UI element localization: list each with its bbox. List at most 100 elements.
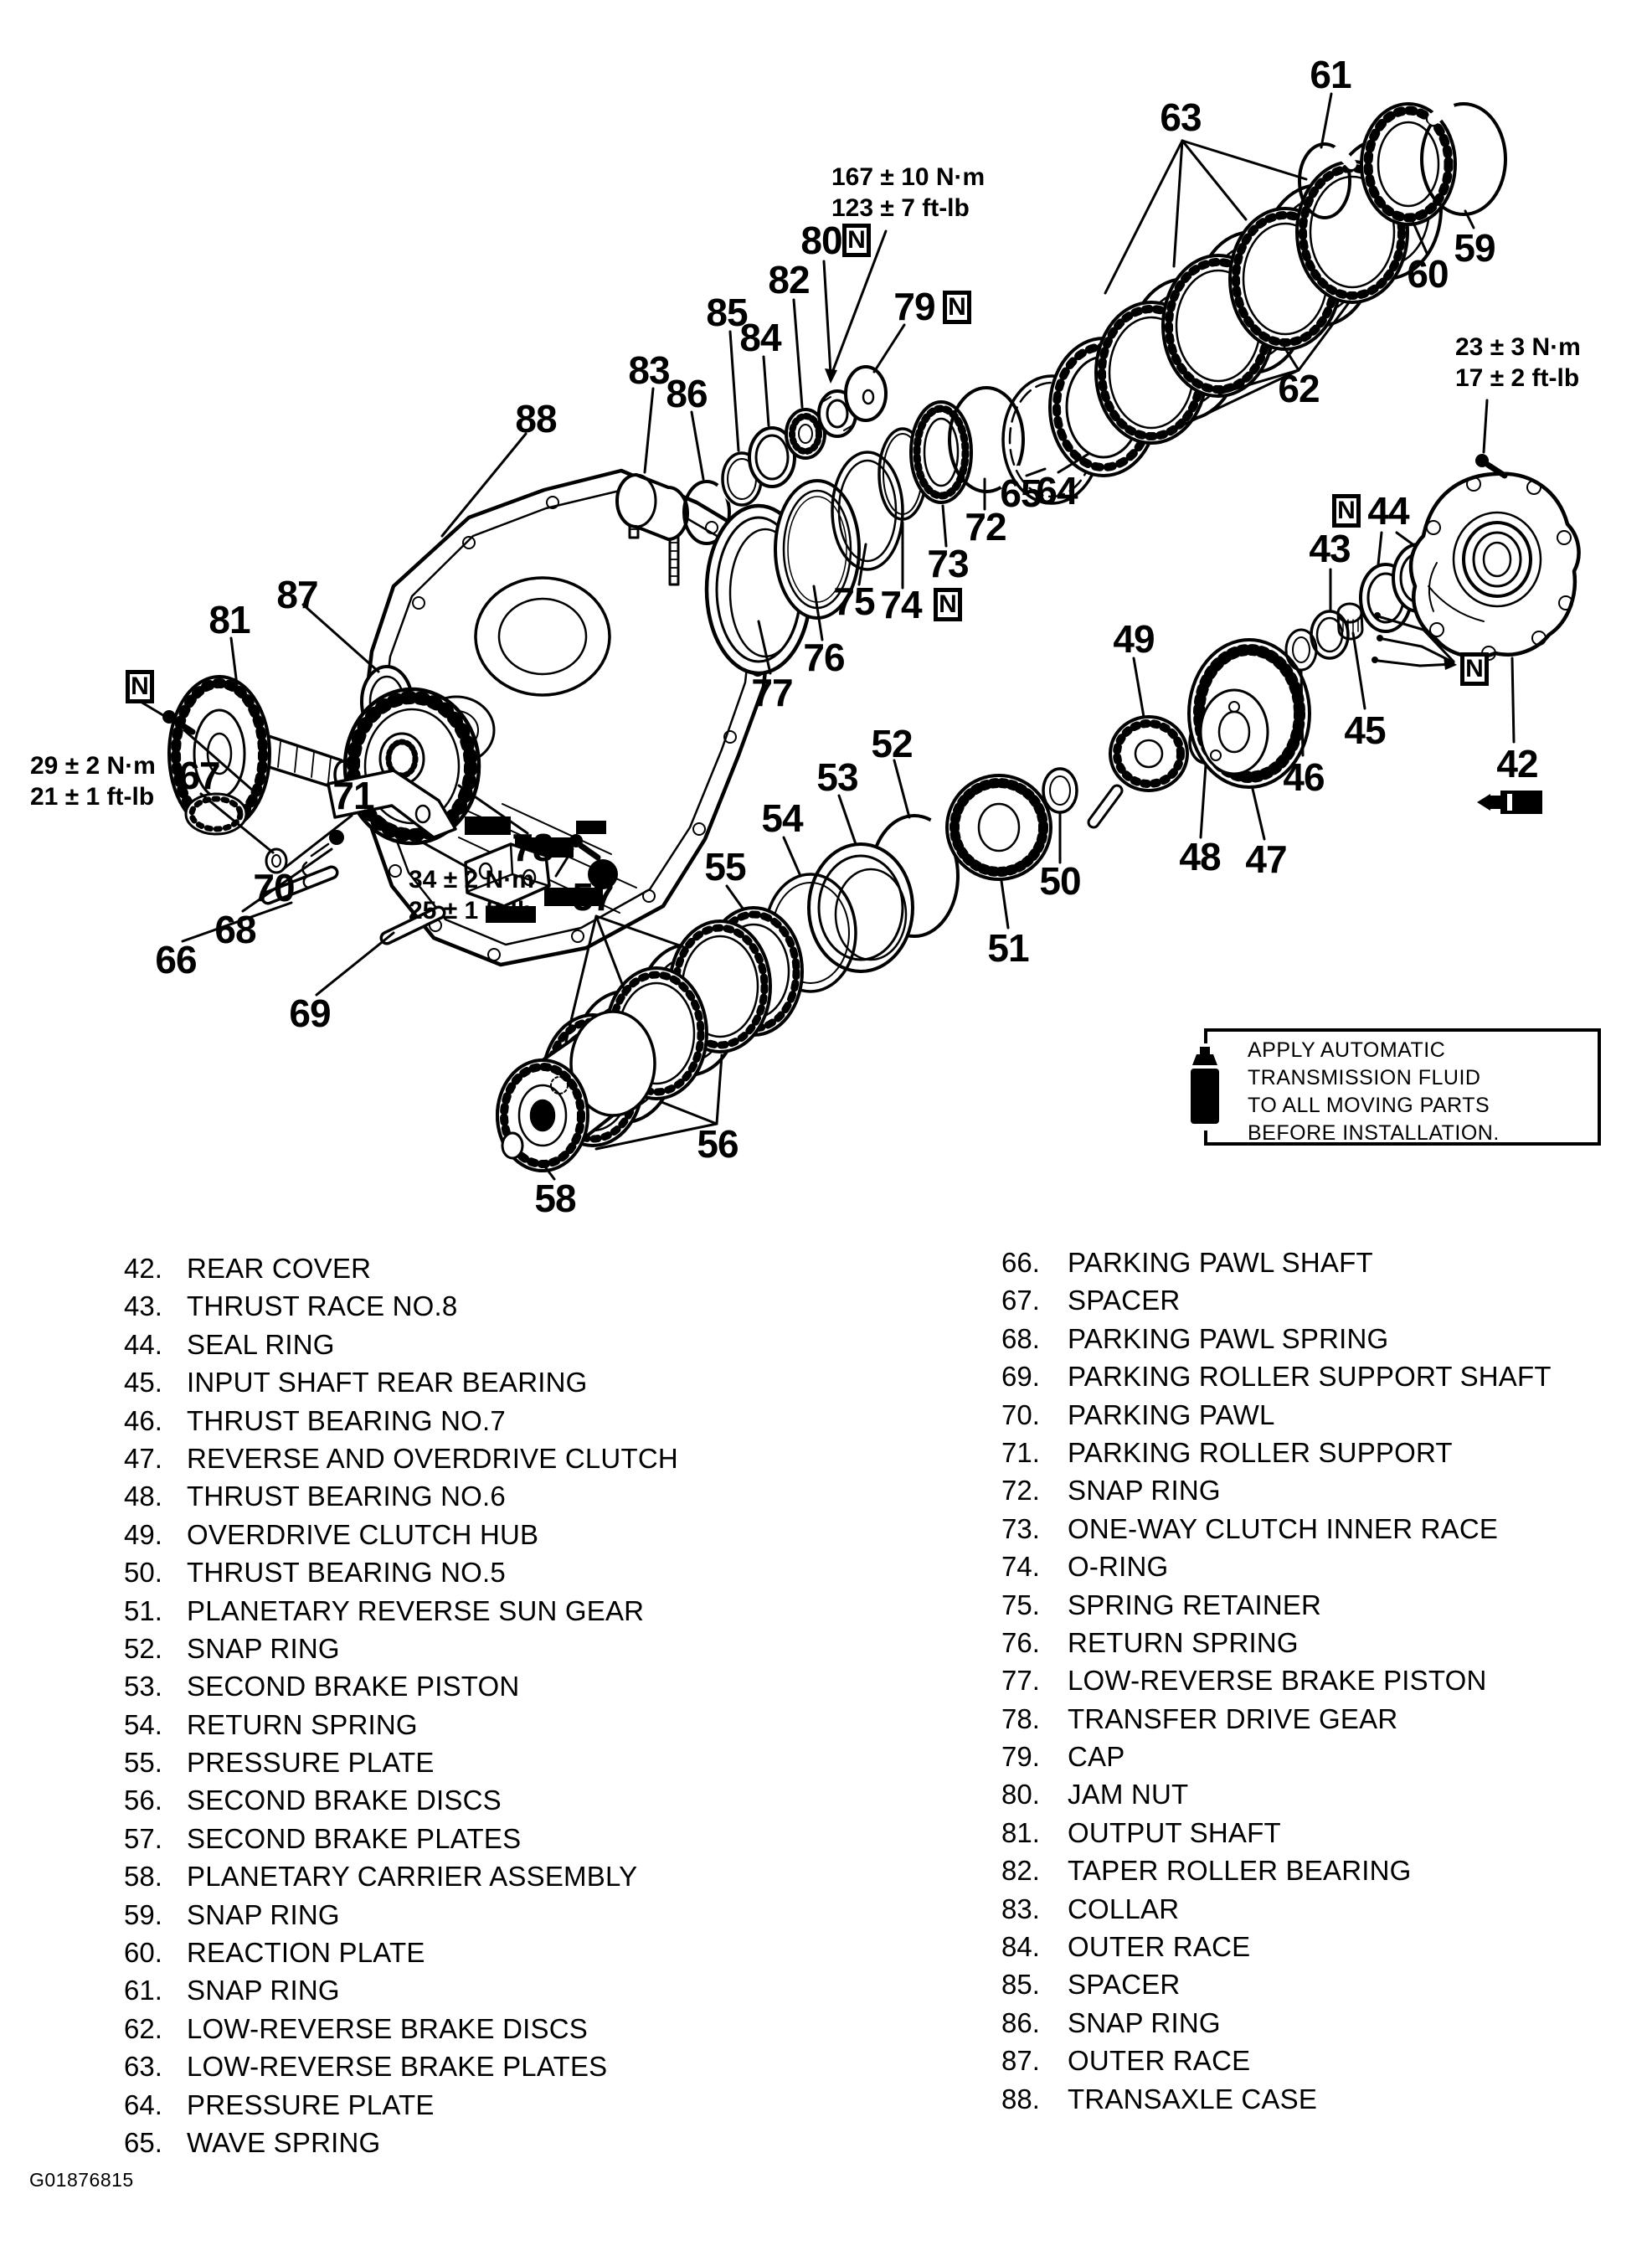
note-text: APPLY AUTOMATIC TRANSMISSION FLUID TO AL… [1248, 1037, 1500, 1147]
part-rear-cover-42 [1408, 471, 1581, 661]
sealant-tube-icon [1477, 791, 1542, 814]
callout-84: 84 [739, 316, 781, 359]
callout-51: 51 [987, 926, 1029, 970]
part-second-brake-piston-53 [807, 842, 914, 973]
part-number: 86. [1001, 2006, 1040, 2038]
note-line: BEFORE INSTALLATION. [1248, 1121, 1500, 1145]
parts-list-item-74: 74.O-RING [1001, 1551, 1552, 1589]
part-name: SPACER [1068, 1969, 1181, 2001]
part-name: JAM NUT [1068, 1779, 1189, 1810]
parts-list-item-82: 82.TAPER ROLLER BEARING [1001, 1855, 1552, 1893]
callout-85: 85 [706, 291, 748, 334]
callout-81: 81 [208, 598, 250, 641]
parts-list-item-75: 75.SPRING RETAINER [1001, 1589, 1552, 1627]
part-cover-bolt [1475, 454, 1508, 479]
part-number: 58. [124, 1861, 162, 1893]
parts-list-item-54: 54.RETURN SPRING [124, 1709, 678, 1747]
parts-list-item-44: 44.SEAL RING [124, 1329, 678, 1367]
callout-86: 86 [666, 372, 708, 415]
callout-78: 78 [512, 826, 553, 869]
part-number: 80. [1001, 1779, 1040, 1810]
callout-80: 80 [800, 219, 842, 262]
part-number: 45. [124, 1367, 162, 1398]
part-planetary-carrier-58 [496, 1010, 656, 1172]
parts-list-item-46: 46.THRUST BEARING NO.7 [124, 1405, 678, 1443]
part-name: THRUST RACE NO.8 [187, 1290, 458, 1322]
callout-67: 67 [178, 754, 220, 797]
part-thrust-bearing-50 [1042, 767, 1078, 814]
part-parking-hardware [260, 769, 601, 945]
part-name: TRANSFER DRIVE GEAR [1068, 1702, 1398, 1734]
part-snap-ring-59 [1420, 101, 1507, 216]
n-marker-icon: N [934, 588, 962, 621]
callout-45: 45 [1344, 708, 1386, 752]
callout-66: 66 [155, 938, 197, 981]
parts-list-item-49: 49.OVERDRIVE CLUTCH HUB [124, 1519, 678, 1557]
callout-57: 57 [572, 875, 614, 919]
part-name: REVERSE AND OVERDRIVE CLUTCH [187, 1442, 678, 1474]
part-number: 54. [124, 1708, 162, 1740]
part-name: SNAP RING [187, 1632, 340, 1664]
part-name: COLLAR [1068, 1893, 1180, 1924]
parts-list-item-87: 87.OUTER RACE [1001, 2045, 1552, 2083]
callout-54: 54 [761, 796, 803, 840]
parts-list-item-55: 55.PRESSURE PLATE [124, 1747, 678, 1785]
callout-82: 82 [768, 258, 810, 301]
part-sun-gear-51 [945, 774, 1052, 881]
part-number: 75. [1001, 1589, 1040, 1620]
part-name: REACTION PLATE [187, 1937, 425, 1969]
figure-code: G01876815 [29, 2169, 134, 2191]
part-number: 72. [1001, 1475, 1040, 1507]
parts-list-item-47: 47.REVERSE AND OVERDRIVE CLUTCH [124, 1443, 678, 1481]
part-name: SECOND BRAKE DISCS [187, 1785, 502, 1816]
parts-list-item-45: 45. INPUT SHAFT REAR BEARING [124, 1367, 678, 1404]
part-name: LOW-REVERSE BRAKE PISTON [1068, 1665, 1487, 1697]
part-number: 42. [124, 1253, 162, 1284]
parts-list-item-56: 56.SECOND BRAKE DISCS [124, 1785, 678, 1822]
parts-list-item-52: 52. SNAP RING [124, 1633, 678, 1671]
part-name: THRUST BEARING NO.7 [187, 1404, 506, 1436]
callout-64: 64 [1036, 469, 1078, 512]
part-name: LOW-REVERSE BRAKE PLATES [187, 2051, 608, 2083]
callout-77: 77 [751, 671, 793, 714]
part-name: OUTER RACE [1068, 1931, 1251, 1963]
part-outer-race-84 [748, 426, 796, 488]
part-number: 64. [124, 2089, 162, 2120]
part-od-clutch-hub-49 [1087, 715, 1189, 829]
parts-list-item-66: 66.PARKING PAWL SHAFT [1001, 1247, 1552, 1285]
parts-list-item-51: 51.PLANETARY REVERSE SUN GEAR [124, 1595, 678, 1633]
part-number: 70. [1001, 1398, 1040, 1430]
parts-list-item-69: 69.PARKING ROLLER SUPPORT SHAFT [1001, 1361, 1552, 1398]
part-number: 78. [1001, 1702, 1040, 1734]
callout-74: 74 [880, 583, 922, 626]
callout-68: 68 [214, 908, 256, 951]
part-number: 69. [1001, 1361, 1040, 1393]
callout-72: 72 [965, 505, 1006, 549]
parts-list-item-80: 80. JAM NUT [1001, 1779, 1552, 1816]
part-transaxle-case [359, 468, 775, 967]
part-name: SPACER [1068, 1285, 1181, 1316]
parts-list-item-85: 85.SPACER [1001, 1969, 1552, 2006]
parts-list-item-50: 50.THRUST BEARING NO.5 [124, 1557, 678, 1594]
parts-list-item-70: 70.PARKING PAWL [1001, 1399, 1552, 1437]
part-number: 60. [124, 1937, 162, 1969]
part-number: 52. [124, 1632, 162, 1664]
parts-list-item-63: 63.LOW-REVERSE BRAKE PLATES [124, 2051, 678, 2089]
part-name: SECOND BRAKE PLATES [187, 1822, 522, 1854]
part-one-way-race-73 [909, 400, 973, 504]
part-number: 82. [1001, 1855, 1040, 1887]
callout-65: 65 [1000, 471, 1042, 515]
part-name: INPUT SHAFT REAR BEARING [187, 1367, 588, 1398]
part-number: 68. [1001, 1322, 1040, 1354]
note-line: TRANSMISSION FLUID [1248, 1066, 1481, 1089]
callout-87: 87 [276, 573, 318, 616]
part-number: 73. [1001, 1512, 1040, 1544]
callout-50: 50 [1039, 859, 1081, 903]
part-number: 74. [1001, 1551, 1040, 1583]
callout-55: 55 [704, 845, 746, 888]
parts-list-item-53: 53.SECOND BRAKE PISTON [124, 1671, 678, 1708]
